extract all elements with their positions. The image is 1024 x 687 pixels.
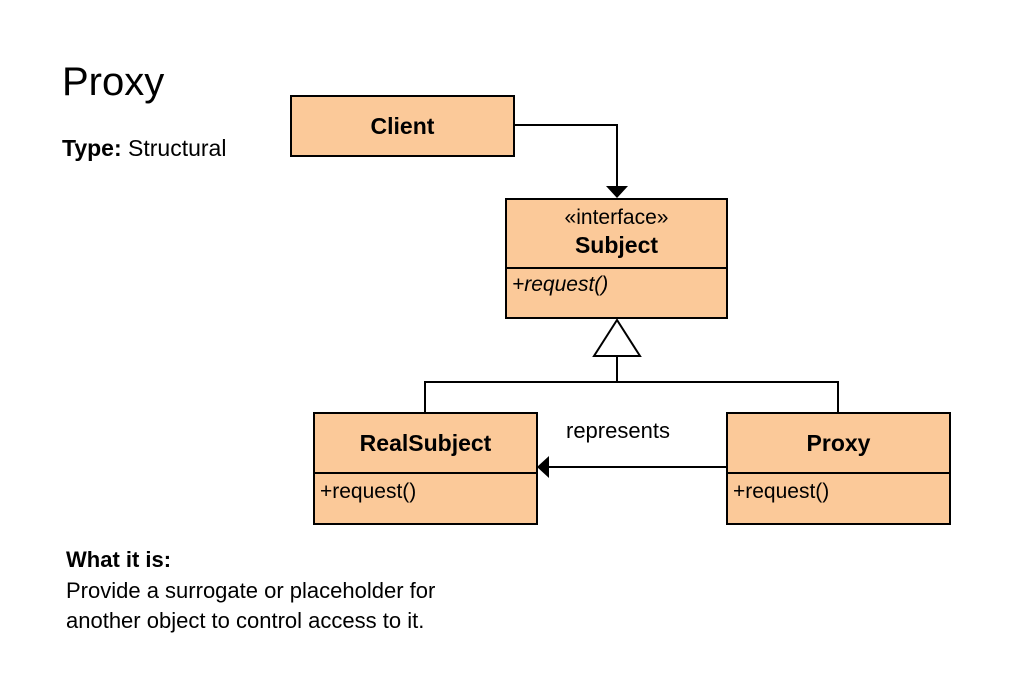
subject-operation: +request() — [507, 267, 726, 317]
subject-stereotype: «interface» — [564, 206, 669, 229]
realsubject-class-box: RealSubject +request() — [313, 412, 538, 525]
description-text: Provide a surrogate or placeholder for a… — [66, 576, 526, 636]
subject-class-name: Subject — [574, 232, 659, 258]
description-line: Provide a surrogate or placeholder for — [66, 578, 436, 603]
realsubject-generalization-line — [424, 381, 617, 412]
realsubject-operation: +request() — [315, 472, 536, 523]
description-line: another object to control access to it. — [66, 608, 425, 633]
proxy-class-box: Proxy +request() — [726, 412, 951, 525]
proxy-operation: +request() — [728, 472, 949, 523]
client-class-name: Client — [370, 113, 435, 139]
proxy-generalization-line — [617, 381, 839, 412]
pattern-type: Type: Structural — [62, 134, 226, 162]
pattern-type-label: Type: — [62, 135, 122, 161]
page-title: Proxy — [62, 60, 165, 104]
description-heading: What it is: — [66, 547, 172, 572]
subject-interface-box: «interface» Subject +request() — [505, 198, 728, 319]
subject-header: «interface» Subject — [507, 200, 726, 267]
client-class-box: Client — [290, 95, 515, 157]
client-subject-arrowhead — [606, 186, 628, 198]
represents-label: represents — [566, 418, 670, 443]
represents-arrowhead — [537, 456, 549, 478]
generalization-triangle — [592, 318, 642, 357]
realsubject-class-name: RealSubject — [359, 430, 492, 456]
pattern-type-value: Structural — [128, 135, 227, 161]
proxy-class-name: Proxy — [806, 430, 871, 456]
client-subject-association — [515, 124, 618, 186]
